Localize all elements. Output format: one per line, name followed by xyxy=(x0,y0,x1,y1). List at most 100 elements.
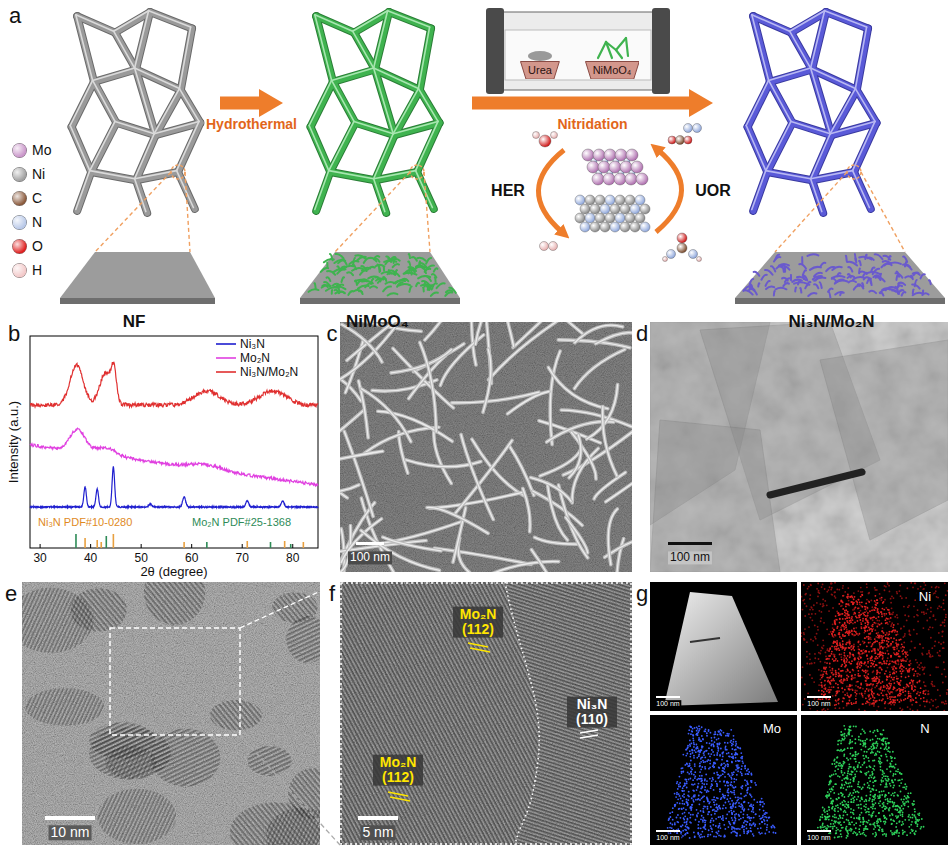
nimoo4-network xyxy=(333,70,375,82)
element-map xyxy=(848,688,850,690)
element-map xyxy=(822,675,824,677)
element-map xyxy=(822,639,824,641)
nitride-plate xyxy=(849,281,856,283)
element-map xyxy=(840,656,842,658)
element-map xyxy=(839,680,841,682)
element-map xyxy=(853,702,855,704)
element-map xyxy=(884,585,886,587)
nitride-plate xyxy=(897,272,900,277)
sem-image xyxy=(391,350,451,373)
element-map xyxy=(941,701,943,703)
element-map xyxy=(849,596,851,598)
element-map xyxy=(883,662,885,664)
element-map xyxy=(875,607,877,609)
element-map xyxy=(803,638,805,640)
element-map xyxy=(922,654,924,656)
element-map xyxy=(821,690,823,692)
element-map xyxy=(869,704,871,706)
nitride-network xyxy=(812,70,832,136)
element-map xyxy=(900,676,902,678)
element-map xyxy=(805,593,807,595)
sem-image xyxy=(603,406,617,475)
element-map xyxy=(825,656,827,658)
zoom-leader xyxy=(424,172,430,252)
element-map xyxy=(929,626,931,628)
nitride-network xyxy=(830,89,855,134)
element-map xyxy=(923,673,925,675)
nimoo4-network xyxy=(316,172,330,211)
element-map xyxy=(848,703,850,705)
element-map xyxy=(859,693,861,695)
nitride-plate xyxy=(771,266,775,271)
element-map xyxy=(917,615,919,617)
element-map xyxy=(908,605,910,607)
xrd-chart xyxy=(105,536,107,548)
element-map xyxy=(864,641,866,643)
sem-image xyxy=(454,440,512,514)
element-map xyxy=(810,663,812,665)
xrd-chart xyxy=(30,336,318,548)
element-map xyxy=(823,694,825,696)
nimoo4-network xyxy=(315,15,353,31)
element-map xyxy=(822,603,824,605)
element-map xyxy=(882,627,884,629)
element-map xyxy=(879,676,881,678)
element-map xyxy=(857,675,859,677)
element-map xyxy=(930,699,932,701)
element-map xyxy=(903,670,905,672)
element-map xyxy=(864,710,866,711)
element-map xyxy=(854,690,856,692)
element-map xyxy=(840,670,842,672)
element-map xyxy=(932,705,934,707)
element-map xyxy=(845,671,847,673)
element-map xyxy=(844,655,846,657)
element-map xyxy=(836,646,838,648)
element-map xyxy=(887,676,889,678)
element-map xyxy=(825,671,827,673)
nitride-plate xyxy=(766,286,774,289)
zoom-leader xyxy=(335,172,410,252)
element-map xyxy=(867,620,869,622)
element-map xyxy=(900,647,902,649)
element-map xyxy=(855,600,857,602)
element-map xyxy=(875,658,877,660)
zoom-leader xyxy=(335,165,430,252)
sem-image xyxy=(458,538,475,572)
sem-image xyxy=(616,539,624,572)
element-map xyxy=(826,628,828,630)
nitride-plate xyxy=(794,282,807,284)
element-map xyxy=(877,623,879,625)
xrd-chart xyxy=(284,541,286,548)
element-map xyxy=(886,660,888,662)
element-map xyxy=(834,595,836,597)
element-map xyxy=(892,612,894,614)
element-map xyxy=(928,629,930,631)
element-map xyxy=(938,605,940,607)
element-map xyxy=(804,683,806,685)
nimoo4-network xyxy=(355,123,394,135)
nickel-foam-network xyxy=(91,123,116,172)
element-map xyxy=(940,606,942,608)
sem-image xyxy=(420,342,436,431)
element-map xyxy=(869,610,871,612)
sem-image xyxy=(340,451,383,467)
element-map xyxy=(854,596,856,598)
nitride-plate xyxy=(761,275,766,280)
element-map xyxy=(893,704,895,706)
element-map xyxy=(843,595,845,597)
nitride-plate xyxy=(840,292,842,295)
nimoo4-plate xyxy=(348,291,353,295)
element-map xyxy=(814,662,816,664)
element-map xyxy=(890,631,892,633)
sem-image xyxy=(383,537,441,551)
catalyst-model xyxy=(615,213,625,223)
sem-image xyxy=(594,472,625,498)
element-map xyxy=(851,633,853,635)
element-map xyxy=(811,619,813,621)
haadf-image xyxy=(650,582,797,711)
element-map xyxy=(838,589,840,591)
nimoo4-plate xyxy=(327,277,331,281)
nickel-foam-network xyxy=(181,29,192,91)
sem-image xyxy=(344,431,373,516)
element-map xyxy=(884,690,886,692)
